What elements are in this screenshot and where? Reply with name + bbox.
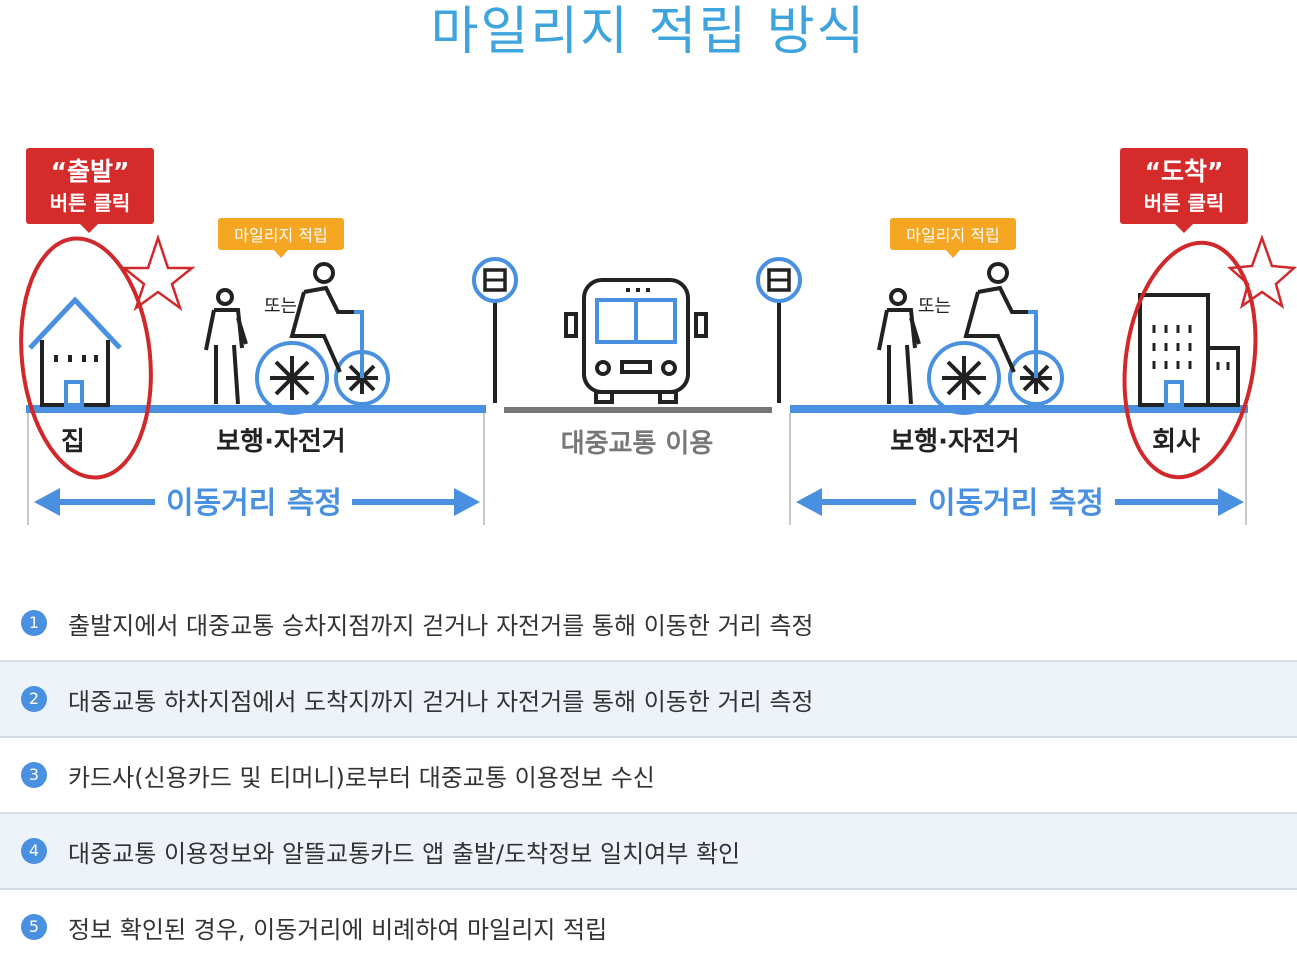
step-item-2: 2 대중교통 하차지점에서 도착지까지 걷거나 자전거를 통해 이동한 거리 측…	[0, 662, 1297, 738]
departure-quote: “출발”	[51, 157, 130, 186]
step-number: 3	[21, 762, 47, 788]
bus-stop-sign-right	[756, 257, 802, 403]
page-title: 마일리지 적립 방식	[430, 2, 867, 62]
step-item-1: 1 출발지에서 대중교통 승차지점까지 걷거나 자전거를 통해 이동한 거리 측…	[0, 586, 1297, 662]
cyclist-icon-right	[927, 262, 1064, 415]
arrival-sub: 버튼 클릭	[1144, 191, 1225, 215]
separator-lines	[27, 413, 1247, 525]
road-middle	[504, 407, 772, 413]
step-item-4: 4 대중교통 이용정보와 알뜰교통카드 앱 출발/도착정보 일치여부 확인	[0, 814, 1297, 890]
step-number: 4	[21, 838, 47, 864]
step-number: 2	[21, 686, 47, 712]
house-icon	[28, 296, 122, 407]
departure-sub: 버튼 클릭	[50, 191, 131, 215]
step-item-3: 3 카드사(신용카드 및 티머니)로부터 대중교통 이용정보 수신	[0, 738, 1297, 814]
or-label-left: 또는	[264, 296, 297, 317]
measure-arrow-right: 이동거리 측정	[796, 486, 1244, 521]
mileage-diagram: “출발” 버튼 클릭 “도착” 버튼 클릭 마일리지 적립 마일리지 적립	[19, 148, 1297, 525]
step-text: 대중교통 하차지점에서 도착지까지 걷거나 자전거를 통해 이동한 거리 측정	[68, 688, 814, 716]
step-text: 대중교통 이용정보와 알뜰교통카드 앱 출발/도착정보 일치여부 확인	[68, 840, 741, 868]
mileage-tag-left-text: 마일리지 적립	[234, 226, 327, 245]
step-item-5: 5 정보 확인된 경우, 이동거리에 비례하여 마일리지 적립	[0, 890, 1297, 964]
step-text: 정보 확인된 경우, 이동거리에 비례하여 마일리지 적립	[68, 916, 608, 944]
star-icon	[120, 234, 1297, 312]
arrival-quote: “도착”	[1145, 157, 1224, 186]
measure-label-left: 이동거리 측정	[166, 486, 342, 521]
step-text: 출발지에서 대중교통 승차지점까지 걷거나 자전거를 통해 이동한 거리 측정	[68, 612, 814, 640]
bus-stop-sign-left	[472, 257, 518, 403]
step-number: 1	[21, 610, 47, 636]
bus-icon	[564, 278, 708, 404]
cyclist-icon-left	[255, 262, 390, 415]
measure-arrow-left: 이동거리 측정	[34, 486, 480, 521]
road-left	[26, 405, 486, 413]
label-walk-bike-left: 보행·자전거	[216, 427, 345, 457]
label-transit: 대중교통 이용	[561, 429, 714, 459]
road-right	[790, 405, 1248, 413]
step-number: 5	[21, 914, 47, 940]
measure-label-right: 이동거리 측정	[928, 486, 1104, 521]
arrival-callout: “도착” 버튼 클릭	[1120, 148, 1248, 233]
label-office: 회사	[1152, 427, 1200, 457]
label-walk-bike-right: 보행·자전거	[890, 427, 1019, 457]
label-home: 집	[61, 427, 85, 457]
mileage-tag-right-text: 마일리지 적립	[906, 226, 999, 245]
or-label-right: 또는	[918, 296, 951, 317]
step-text: 카드사(신용카드 및 티머니)로부터 대중교통 이용정보 수신	[68, 764, 655, 792]
steps-list: 1 출발지에서 대중교통 승차지점까지 걷거나 자전거를 통해 이동한 거리 측…	[0, 586, 1297, 964]
office-building-icon	[1138, 293, 1240, 407]
departure-callout: “출발” 버튼 클릭	[26, 148, 154, 233]
mileage-tag-left: 마일리지 적립	[218, 218, 344, 258]
pedestrian-icon-left	[204, 288, 248, 405]
highlight-circles	[19, 236, 1258, 480]
pedestrian-icon-right	[877, 288, 921, 405]
mileage-tag-right: 마일리지 적립	[890, 218, 1016, 258]
